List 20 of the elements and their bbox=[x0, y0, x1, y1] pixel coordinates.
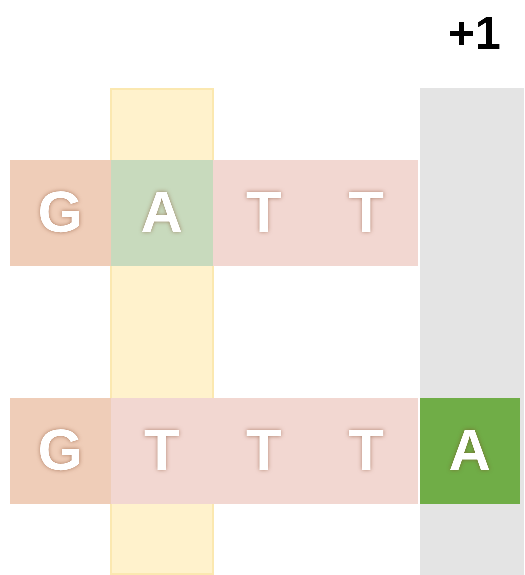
base-letter: T bbox=[246, 184, 282, 242]
base-cell bbox=[315, 160, 418, 266]
base-letter: T bbox=[348, 422, 384, 480]
highlight-band bbox=[110, 88, 214, 575]
base-letter: T bbox=[144, 422, 180, 480]
base-cell bbox=[420, 398, 520, 504]
position-label: +1 bbox=[448, 10, 501, 56]
highlight-band bbox=[420, 88, 524, 575]
base-cell bbox=[10, 160, 111, 266]
base-cell bbox=[111, 160, 213, 266]
base-cell bbox=[315, 398, 418, 504]
base-letter: A bbox=[141, 184, 183, 242]
base-letter: T bbox=[348, 184, 384, 242]
base-letter: G bbox=[38, 184, 84, 242]
base-cell bbox=[213, 160, 315, 266]
base-letter: T bbox=[246, 422, 282, 480]
base-letter: G bbox=[38, 422, 84, 480]
base-cell bbox=[111, 398, 213, 504]
base-cell bbox=[10, 398, 111, 504]
base-letter: A bbox=[449, 422, 491, 480]
